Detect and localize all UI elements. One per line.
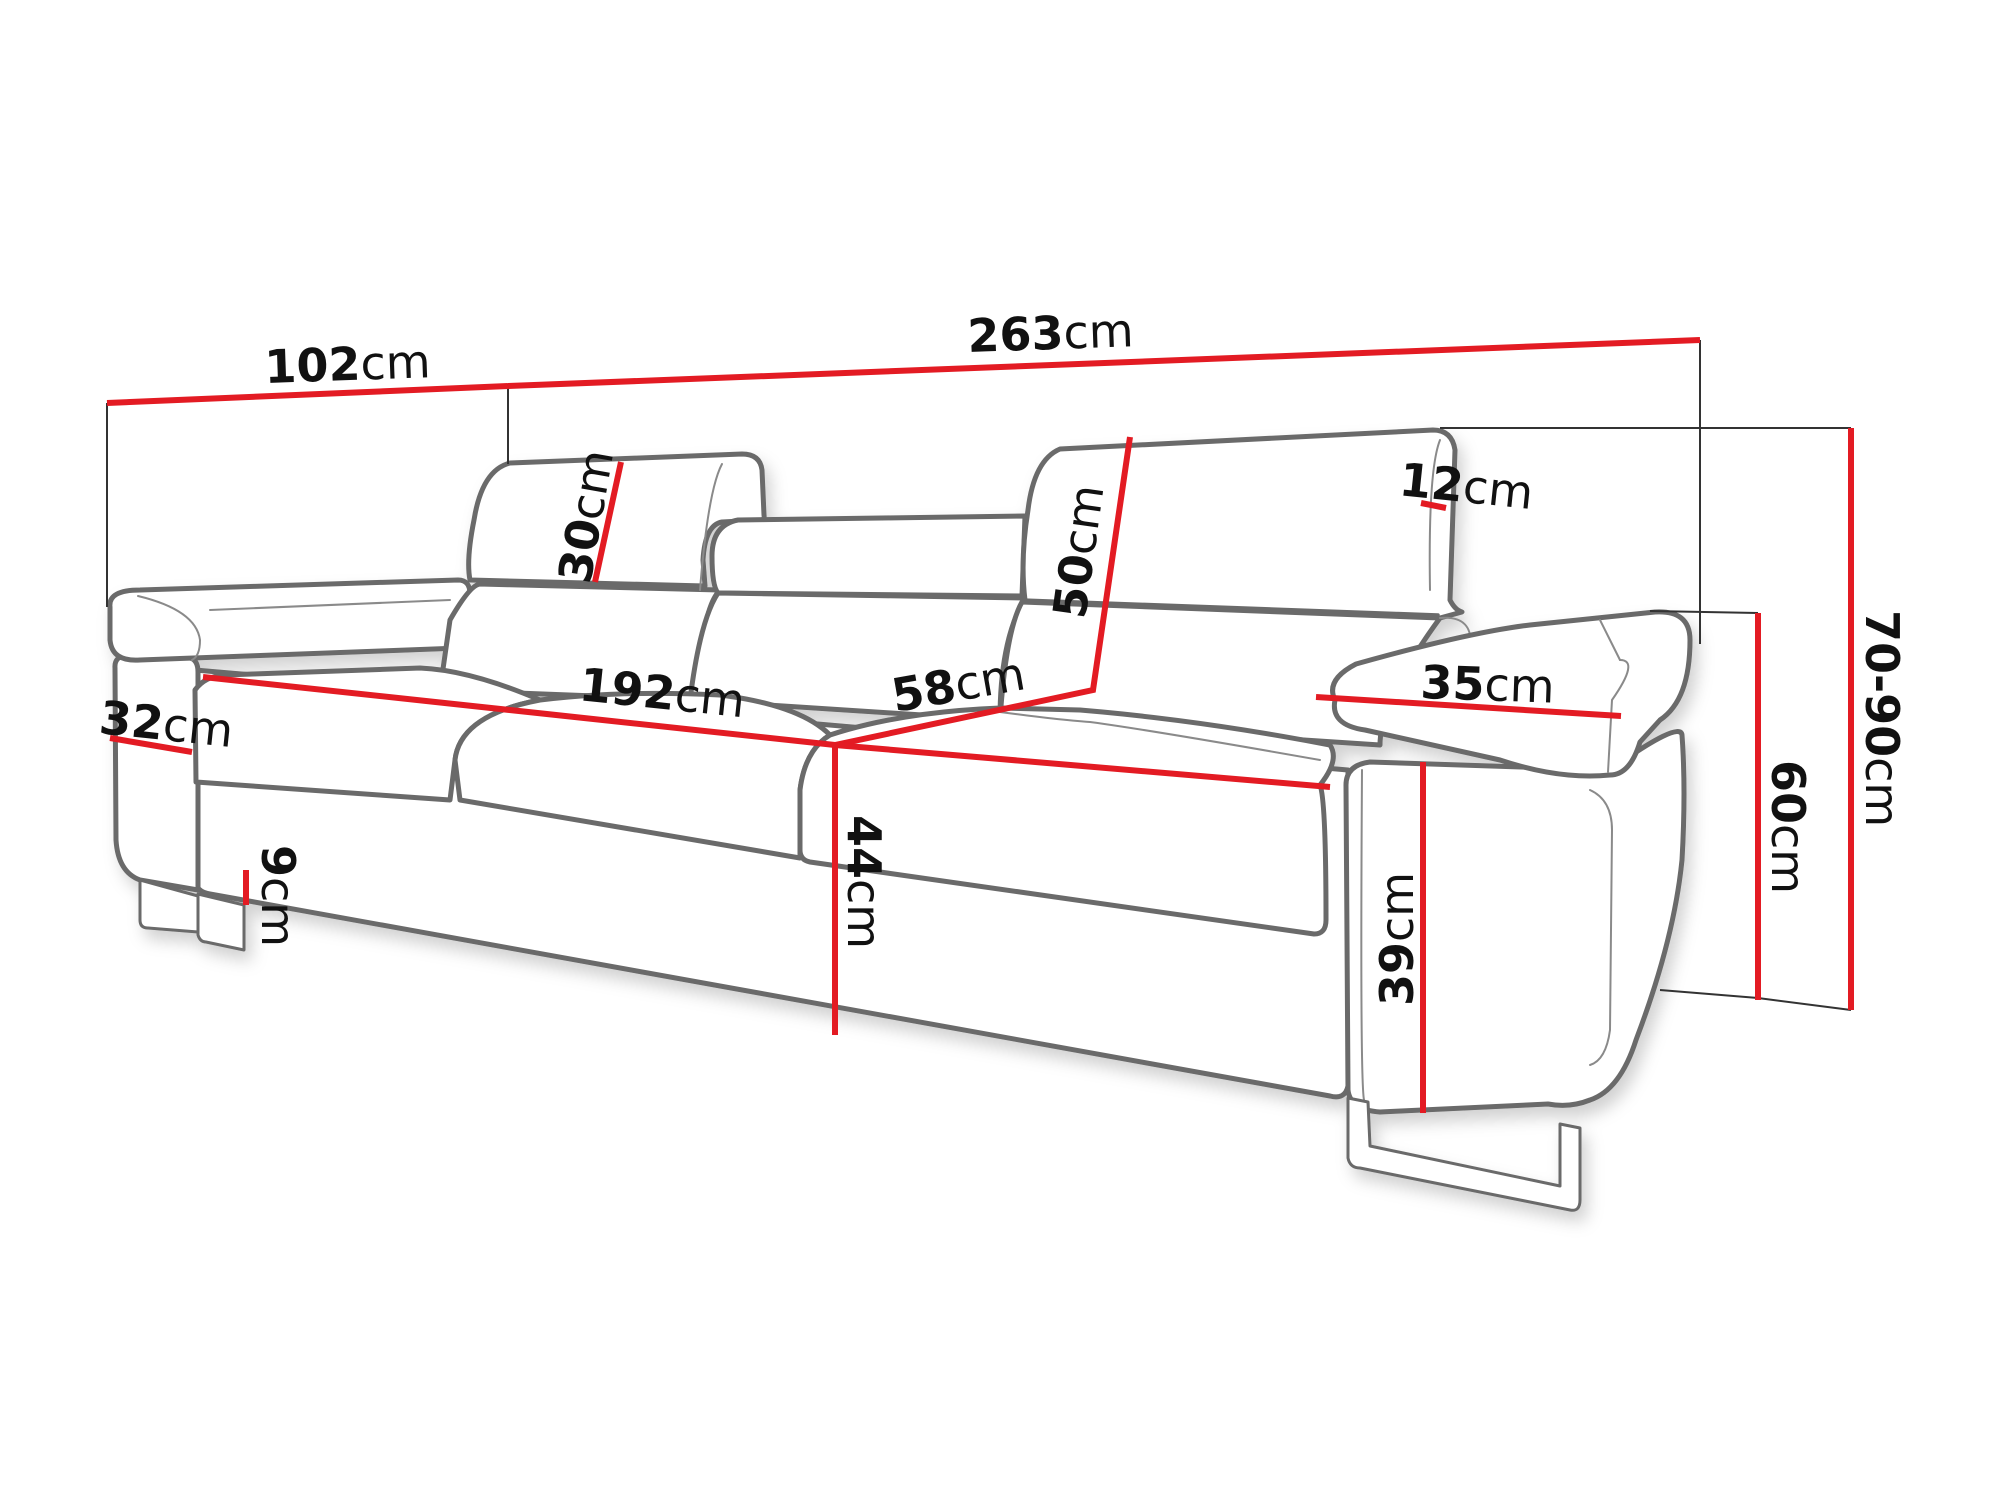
- left-arm-top: [107, 577, 473, 663]
- dim-line-50-58: [834, 436, 1133, 748]
- label-9: 9cm: [251, 845, 305, 947]
- label-12: 12cm: [1397, 452, 1536, 520]
- dimension-labels: 102cm 263cm 30cm 50cm 12cm 192cm 58cm 35…: [97, 303, 1909, 1006]
- seat-right-tuft: [999, 711, 1321, 761]
- center-headrest-bar: [709, 513, 1028, 599]
- label-32: 32cm: [97, 690, 236, 758]
- label-70-90: 70-90cm: [1855, 610, 1909, 827]
- left-arm-roll-end: [137, 595, 202, 661]
- dim-line-30: [592, 461, 624, 583]
- label-30: 30cm: [548, 445, 624, 586]
- left-arm-crease: [209, 599, 451, 611]
- label-35: 35cm: [1420, 655, 1556, 714]
- dim-line-102: [106, 383, 509, 406]
- dim-line-263: [507, 337, 1701, 389]
- label-50: 50cm: [1042, 481, 1114, 621]
- right-headrest: [1017, 427, 1465, 621]
- left-arm-side: [112, 652, 201, 893]
- right-arm-roll-end: [1607, 659, 1630, 773]
- left-headrest: [466, 451, 767, 589]
- left-leg: [138, 878, 246, 952]
- right-arm-crease: [1599, 619, 1621, 661]
- dim-line-35: [1315, 694, 1622, 719]
- dim-line-seat-front: [834, 742, 1331, 790]
- left-headrest-fold: [699, 463, 723, 591]
- right-arm-side-panel: [1589, 789, 1614, 1066]
- label-44: 44cm: [837, 815, 891, 949]
- right-arm-top: [1330, 609, 1693, 779]
- label-60: 60cm: [1761, 760, 1815, 894]
- label-192: 192cm: [577, 657, 748, 728]
- label-263: 263cm: [966, 303, 1134, 363]
- seat-cushion-right: [797, 705, 1336, 937]
- label-102: 102cm: [263, 334, 431, 394]
- right-leg: [1346, 1096, 1582, 1212]
- label-58: 58cm: [888, 646, 1029, 722]
- dim-line-32: [109, 735, 193, 755]
- right-arm-side: [1343, 729, 1687, 1115]
- dimension-lines: [106, 337, 1854, 1113]
- dim-line-12: [1420, 500, 1447, 511]
- right-arm-front-panel: [1360, 769, 1365, 1101]
- dim-line-192: [202, 674, 836, 748]
- label-39: 39cm: [1370, 872, 1424, 1006]
- right-headrest-edge: [1428, 439, 1441, 591]
- sofa-drawing: [107, 427, 1693, 1212]
